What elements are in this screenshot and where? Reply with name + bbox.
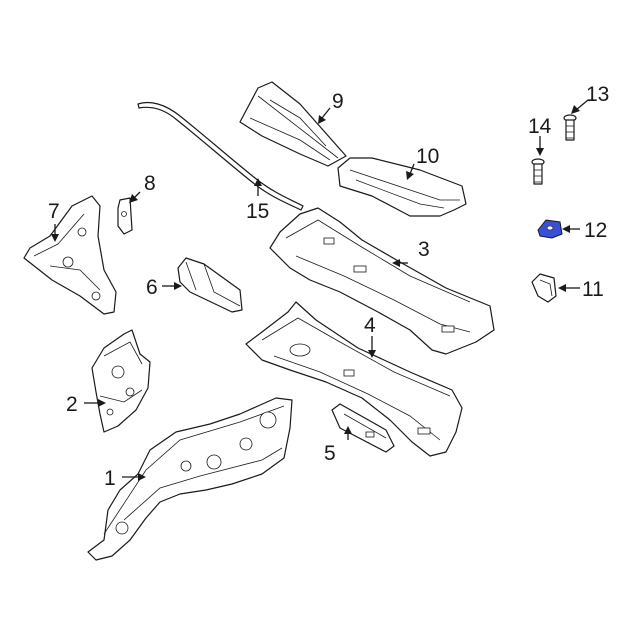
callout-7: 7 — [48, 200, 60, 223]
part-6-bracket[interactable] — [177, 257, 243, 313]
callout-11: 11 — [582, 278, 604, 301]
callout-2: 2 — [66, 393, 78, 416]
callout-4: 4 — [364, 314, 376, 337]
part-13-bolt[interactable] — [563, 114, 577, 141]
part-11-clip[interactable] — [531, 273, 557, 303]
part-14-bolt[interactable] — [531, 158, 545, 185]
part-5-bracket[interactable] — [331, 403, 395, 453]
callout-15: 15 — [246, 200, 269, 223]
callout-14: 14 — [528, 115, 552, 138]
part-8-clip[interactable] — [117, 197, 133, 235]
callout-labels: 1 2 3 4 5 6 7 8 9 10 11 12 13 14 15 — [48, 83, 609, 490]
part-12-nut[interactable] — [537, 219, 563, 239]
callout-8: 8 — [144, 172, 156, 195]
part-15-seal[interactable] — [137, 101, 304, 211]
callout-6: 6 — [146, 276, 158, 299]
part-9-cowl-panel[interactable] — [239, 81, 347, 167]
callout-13: 13 — [586, 83, 609, 106]
callout-10: 10 — [416, 145, 439, 168]
callout-12: 12 — [584, 219, 607, 242]
part-7-side-panel[interactable] — [23, 195, 117, 315]
leader-lines — [51, 99, 589, 481]
part-10-cowl-panel[interactable] — [337, 157, 467, 217]
part-2-inner-panel[interactable] — [91, 329, 151, 433]
part-4-lower-cowl[interactable] — [245, 301, 463, 457]
callout-3: 3 — [418, 238, 430, 261]
callout-1: 1 — [104, 467, 116, 490]
part-1-dash-panel[interactable] — [87, 397, 293, 561]
part-3-upper-cowl[interactable] — [269, 207, 495, 355]
callout-9: 9 — [332, 90, 344, 113]
callout-5: 5 — [324, 442, 336, 465]
